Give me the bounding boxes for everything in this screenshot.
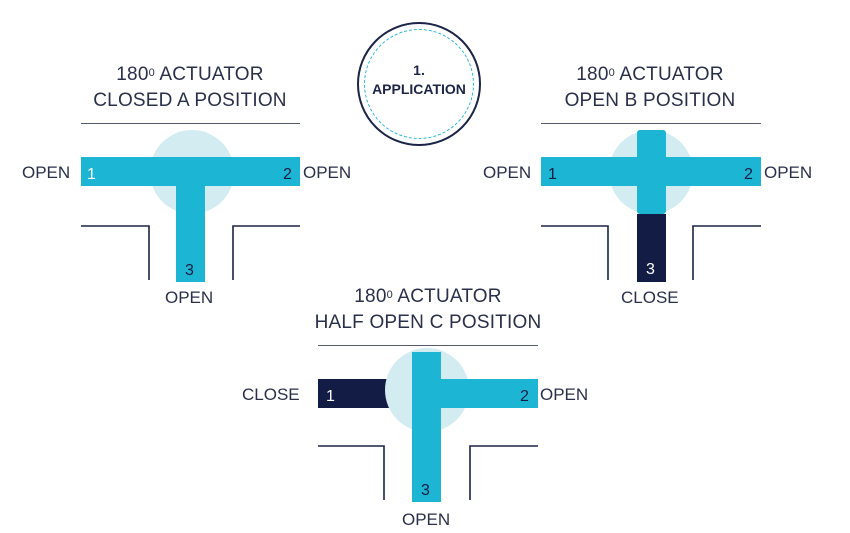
diagram-a-bore-vertical [176,186,205,282]
diagram-c-port1-closed [318,379,391,408]
diagram-b [541,130,761,282]
diagram-a-port3-number: 3 [185,262,194,279]
diagram-a-port3-label: OPEN [165,288,214,307]
diagram-b-title-rule [541,123,761,124]
diagram-b-port1-number: 1 [548,166,557,183]
diagram-c-port2-label: OPEN [540,385,589,404]
diagram-c-port3-number: 3 [421,482,430,499]
diagram-c-port1-label: CLOSE [242,385,300,404]
diagram-b-port3-label: CLOSE [621,288,679,307]
diagram-b-port3-number: 3 [646,261,655,278]
badge-number: 1. [413,62,425,78]
diagram-a-title-rule [81,123,300,124]
diagram-a-port1-label: OPEN [22,163,71,182]
diagram-a-pipe-left [81,225,150,280]
diagram-b-bore-horizontal [541,157,761,186]
diagram-c-port2-number: 2 [520,388,529,405]
diagram-c-port1-number: 1 [326,388,335,405]
diagram-a-port2-label: OPEN [303,163,352,182]
diagram-c-bore-vertical [412,352,441,502]
diagram-b-port1-label: OPEN [483,163,532,182]
diagram-c [318,348,538,502]
diagram-a [81,130,300,282]
application-badge: 1. APPLICATION [357,22,481,146]
diagram-c-port3-label: OPEN [402,510,451,529]
diagram-c-pipe-left [318,445,385,500]
diagram-a-port1-number: 1 [87,166,96,183]
diagram-a-bore-horizontal [81,157,300,186]
diagram-a-port2-number: 2 [283,166,292,183]
diagram-b-port2-label: OPEN [764,163,813,182]
diagram-c-title-rule [318,345,538,346]
diagram-c-pipe-right [469,445,538,500]
badge-label: APPLICATION [372,81,466,97]
badge-dashed-ring [364,29,474,139]
diagram-c-bore-horizontal [441,379,538,408]
diagram-b-port2-number: 2 [744,166,753,183]
diagram-a-title: 1800 ACTUATOR CLOSED A POSITION [93,64,287,111]
diagram-c-title: 1800 ACTUATOR HALF OPEN C POSITION [314,286,542,333]
diagram-b-pipe-left [541,225,609,280]
diagram-b-port3-closed [637,214,666,282]
diagram-a-pipe-right [232,225,300,280]
diagram-b-title: 1800 ACTUATOR OPEN B POSITION [564,64,736,111]
diagram-b-pipe-right [692,225,761,280]
